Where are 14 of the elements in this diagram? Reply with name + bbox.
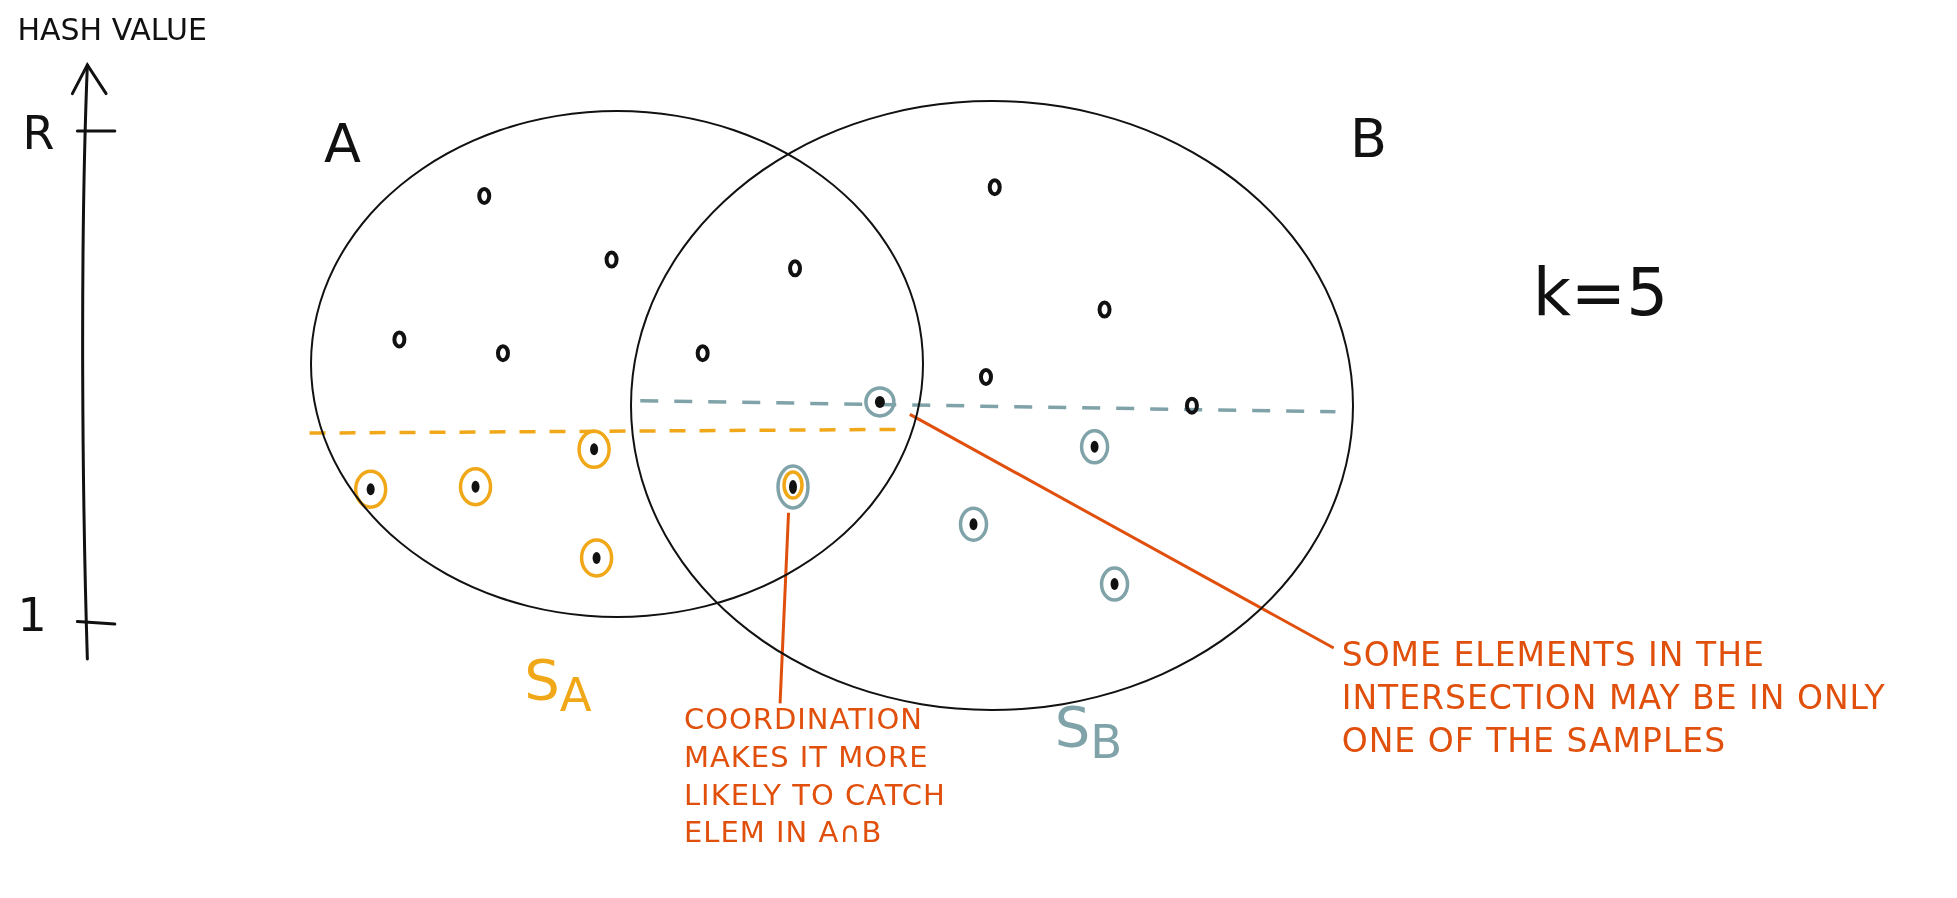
set-ellipse [309,109,924,618]
leader-line [909,413,1335,650]
sampled-element-dot [774,462,811,511]
leader-line [778,512,791,704]
axis-title: HASH VALUE [17,14,207,45]
callout-note: SOME ELEMENTS IN THE INTERSECTION MAY BE IN ONLY ONE OF THE SAMPLES [1341,634,1887,762]
sample-label: S$_{A}$ [524,651,592,719]
callout-note: COORDINATION MAKES IT MORE LIKELY TO CATCH ELEM IN A∩B [683,701,947,852]
axis-tick-label: 1 [17,591,47,638]
set-name: A [324,116,361,171]
axis-tick-label: R [22,109,55,156]
sample-label: S$_{B}$ [1054,698,1123,766]
set-name: B [1349,111,1387,166]
sample-size-label: k=5 [1532,259,1669,326]
